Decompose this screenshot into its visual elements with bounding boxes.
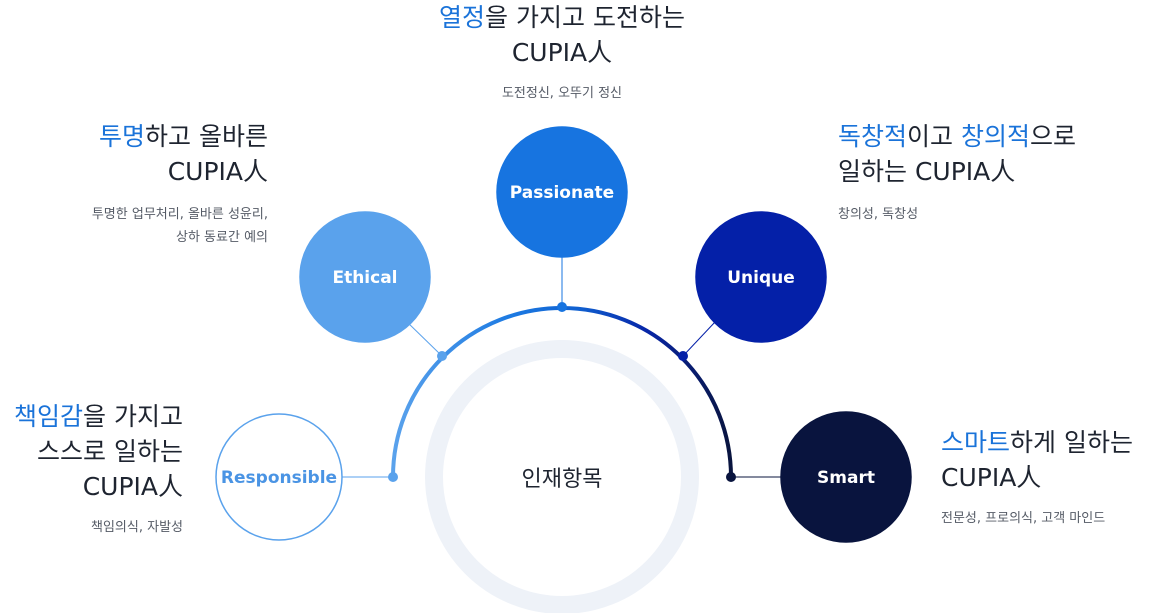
node-label-ethical: Ethical [332, 268, 397, 288]
node-smart: Smart [780, 411, 912, 543]
block-responsible-heading: 책임감을 가지고 스스로 일하는 CUPIA人 [14, 402, 183, 501]
block-smart-highlight: 스마트 [941, 428, 1011, 457]
arc-dot-smart [726, 472, 736, 482]
block-ethical-highlight: 투명 [99, 122, 146, 151]
block-smart-desc: 전문성, 프로의식, 고객 마인드 [941, 511, 1106, 526]
block-passionate-desc: 도전정신, 오뚜기 정신 [501, 86, 623, 101]
block-unique-heading: 독창적이고 창의적으로 일하는 CUPIA人 [838, 122, 1076, 186]
center-label: 인재항목 [521, 467, 603, 492]
arc-dot-passionate [557, 302, 567, 312]
node-ethical: Ethical [299, 211, 431, 343]
node-passionate: Passionate [496, 126, 628, 258]
block-ethical-heading: 투명하고 올바른 CUPIA人 [99, 122, 268, 186]
block-passionate-highlight: 열정 [439, 3, 486, 32]
block-unique: 독창적이고 창의적으로 일하는 CUPIA人 창의성, 독창성 [838, 119, 1138, 226]
node-label-responsible: Responsible [221, 468, 337, 488]
arc-dot-ethical [437, 351, 447, 361]
block-smart-heading: 스마트하게 일하는 CUPIA人 [941, 428, 1133, 492]
block-responsible-desc: 책임의식, 자발성 [91, 520, 183, 535]
connector-unique [682, 321, 716, 357]
block-responsible: 책임감을 가지고 스스로 일하는 CUPIA人 책임의식, 자발성 [0, 399, 183, 539]
block-responsible-highlight: 책임감 [14, 402, 84, 431]
block-passionate: 열정을 가지고 도전하는 CUPIA人 도전정신, 오뚜기 정신 [382, 0, 742, 105]
block-smart: 스마트하게 일하는 CUPIA人 전문성, 프로의식, 고객 마인드 [941, 425, 1146, 530]
node-label-smart: Smart [817, 468, 875, 488]
block-ethical: 투명하고 올바른 CUPIA人 투명한 업무처리, 올바른 성윤리, 상하 동료… [20, 119, 268, 249]
block-unique-desc: 창의성, 독창성 [838, 207, 919, 222]
node-label-passionate: Passionate [510, 183, 614, 203]
connector-ethical [404, 319, 443, 357]
node-responsible: Responsible [215, 413, 343, 541]
block-passionate-heading: 열정을 가지고 도전하는 CUPIA人 [439, 3, 685, 67]
arc-dot-responsible [388, 472, 398, 482]
arc-dot-unique [678, 351, 688, 361]
node-label-unique: Unique [727, 268, 795, 288]
center-ring [425, 340, 699, 613]
node-unique: Unique [695, 211, 827, 343]
block-ethical-desc: 투명한 업무처리, 올바른 성윤리, 상하 동료간 예의 [91, 207, 268, 245]
